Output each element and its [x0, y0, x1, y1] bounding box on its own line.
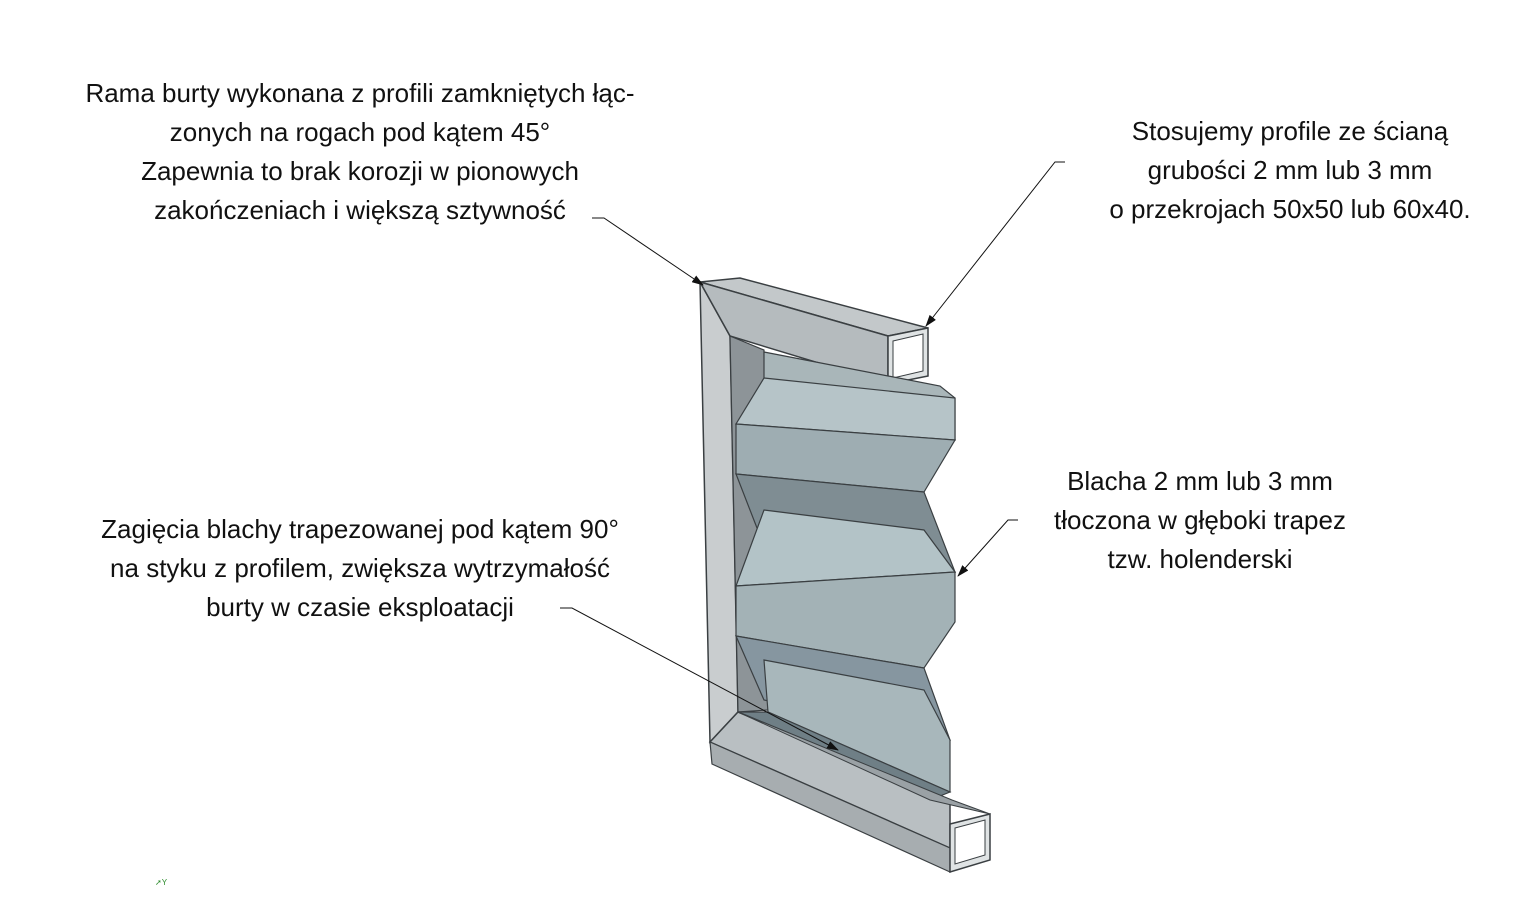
annotation-frame-line-4: zakończeniach i większą sztywność: [154, 195, 566, 225]
annotation-frame-line-1: Rama burty wykonana z profili zamkniętyc…: [85, 78, 635, 108]
axis-arrow-icon: ➚: [155, 878, 162, 887]
leader-line-sheet: [957, 519, 1018, 577]
annotation-profiles: Stosujemy profile ze ścianą grubości 2 m…: [1075, 112, 1505, 229]
annotation-sheet-line-2: tłoczona w głęboki trapez: [1054, 505, 1346, 535]
annotation-bend-line-2: na styku z profilem, zwiększa wytrzymało…: [110, 553, 610, 583]
annotation-sheet-line-3: tzw. holenderski: [1107, 544, 1293, 574]
annotation-profiles-line-2: grubości 2 mm lub 3 mm: [1147, 155, 1433, 185]
annotation-frame-line-3: Zapewnia to brak korozji w pionowych: [141, 156, 579, 186]
annotation-frame: Rama burty wykonana z profili zamkniętyc…: [30, 74, 690, 230]
leader-line-frame: [592, 217, 704, 286]
annotation-profiles-line-3: o przekrojach 50x50 lub 60x40.: [1109, 194, 1471, 224]
annotation-bend-line-3: burty w czasie eksploatacji: [206, 592, 514, 622]
axis-indicator: ➚Y: [155, 878, 167, 887]
leader-line-profiles: [925, 161, 1065, 327]
annotation-bend: Zagięcia blachy trapezowanej pod kątem 9…: [40, 510, 680, 627]
axis-label: Y: [161, 878, 168, 887]
annotation-sheet: Blacha 2 mm lub 3 mm tłoczona w głęboki …: [1015, 462, 1385, 579]
annotation-sheet-line-1: Blacha 2 mm lub 3 mm: [1067, 466, 1333, 496]
leader-line-bend: [560, 607, 839, 751]
annotation-bend-line-1: Zagięcia blachy trapezowanej pod kątem 9…: [101, 514, 619, 544]
annotation-frame-line-2: zonych na rogach pod kątem 45°: [169, 117, 551, 147]
trapezoidal-sheet: [734, 351, 957, 801]
annotation-profiles-line-1: Stosujemy profile ze ścianą: [1131, 116, 1449, 146]
frame-top-profile: [698, 277, 929, 386]
frame-bottom-profile: [708, 711, 991, 874]
